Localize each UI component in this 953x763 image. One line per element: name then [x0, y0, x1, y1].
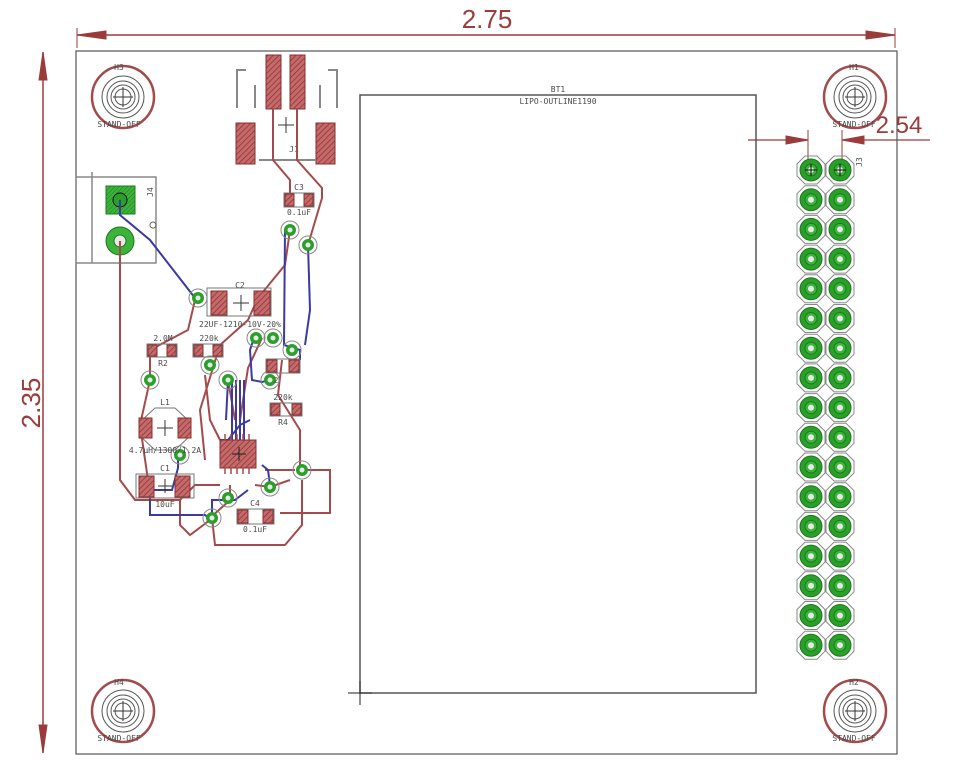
via-group [140, 220, 318, 528]
header-pin [825, 511, 855, 541]
header-pin [796, 214, 826, 244]
capacitor-c1 [135, 473, 195, 499]
header-pin [796, 511, 826, 541]
l1-ref: L1 [160, 398, 170, 407]
ic-u1 [219, 434, 257, 474]
c3-ref: C3 [294, 183, 304, 192]
header-pin [825, 452, 855, 482]
c3-value: 0.1uF [287, 208, 311, 217]
usb-connector-j1 [235, 54, 338, 165]
header-pin [796, 185, 826, 215]
bt1-ref: BT1 [551, 85, 566, 94]
header-pin [825, 304, 855, 333]
header-pin [796, 333, 826, 363]
mount-hole-h2 [822, 678, 888, 744]
header-pin [796, 304, 826, 333]
header-pin [825, 541, 855, 571]
header-pin [825, 482, 855, 512]
r4-value: 220k [273, 393, 292, 402]
header-pin [796, 482, 826, 512]
header-pin [825, 630, 855, 660]
width-dimension-label: 2.75 [462, 4, 513, 34]
header-pin [825, 155, 855, 185]
j4-ref: J4 [146, 187, 155, 197]
h2-ref: H2 [849, 678, 859, 687]
capacitor-c2 [206, 287, 272, 317]
capacitor-c4 [236, 508, 275, 525]
r1-ref: 2.0M [153, 334, 172, 343]
h1-value: STAND-OFF [832, 120, 876, 129]
header-pin [825, 601, 855, 630]
resistor-r3 [265, 358, 301, 374]
header-pin [796, 363, 826, 393]
r2-ref: R2 [158, 359, 168, 368]
c2-value: 22UF-1210-10V-20% [199, 320, 281, 329]
board-outline [75, 50, 898, 755]
header-pin [796, 422, 826, 452]
header-pin [796, 601, 826, 630]
bt1-value: LIPO-OUTLINE1190 [519, 97, 596, 106]
top-copper-traces [119, 109, 331, 546]
header-pin [825, 363, 855, 393]
mount-hole-h1 [822, 64, 888, 130]
r4-ref: R4 [278, 418, 288, 427]
h4-value: STAND-OFF [97, 734, 141, 743]
pitch-dimension-label: 2.54 [876, 112, 923, 139]
header-pin [825, 422, 855, 452]
header-pin [825, 185, 855, 215]
mount-hole-h3 [90, 64, 156, 130]
h1-ref: H1 [849, 63, 859, 72]
header-pin [825, 393, 855, 423]
dimension-pitch [748, 130, 930, 170]
j1-ref: J1 [289, 145, 299, 154]
c2-ref: C2 [235, 281, 245, 290]
header-pin [825, 274, 855, 304]
h3-ref: H3 [114, 63, 124, 72]
resistor-r2 [192, 343, 224, 358]
header-pin [796, 274, 826, 304]
header-pin [796, 452, 826, 482]
header-pin [796, 571, 826, 601]
mount-hole-h4 [90, 678, 156, 744]
c4-value: 0.1uF [243, 525, 267, 534]
pin-header-j3 [796, 155, 855, 660]
battery-outline-bt1 [359, 94, 757, 694]
header-pin [796, 393, 826, 423]
header-pin [825, 333, 855, 363]
h3-value: STAND-OFF [97, 120, 141, 129]
header-pin [796, 244, 826, 274]
capacitor-c3 [283, 192, 315, 208]
c4-ref: C4 [250, 499, 260, 508]
height-dimension-label: 2.35 [16, 378, 46, 429]
dimension-width [76, 28, 896, 48]
h4-ref: H4 [114, 678, 124, 687]
c1-value: 10uF [155, 500, 174, 509]
resistor-r4 [269, 402, 303, 417]
j3-ref: J3 [855, 157, 864, 167]
battery-origin-cross [348, 681, 372, 705]
resistor-r1 [146, 343, 178, 358]
h2-value: STAND-OFF [832, 734, 876, 743]
c1-ref: C1 [160, 464, 170, 473]
l1-value: 4.7µH/1300/1.2A [129, 446, 201, 455]
header-pin [825, 244, 855, 274]
header-pin [825, 571, 855, 601]
r2-value: 220k [199, 334, 218, 343]
header-pin [796, 155, 826, 185]
r3-value: 2 [274, 376, 279, 385]
header-pin [825, 214, 855, 244]
inductor-l1 [138, 407, 192, 451]
dimension-height [38, 51, 48, 754]
jst-connector-j4 [75, 172, 157, 264]
header-pin [796, 541, 826, 571]
header-pin [796, 630, 826, 660]
